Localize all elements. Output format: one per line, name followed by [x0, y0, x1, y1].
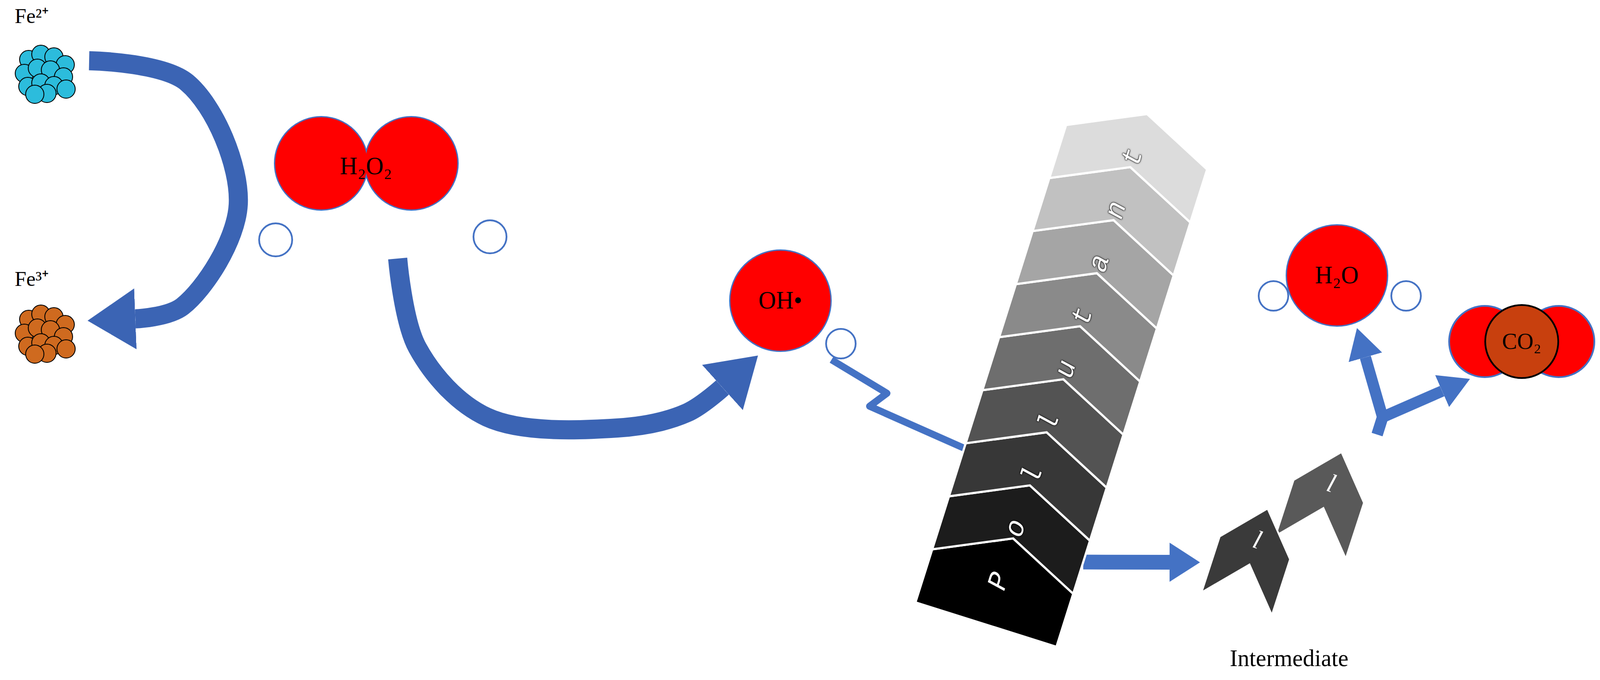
hydrogen-atom: [259, 223, 293, 257]
species-label: H₂O₂: [340, 153, 393, 180]
species-label: OH•: [758, 287, 803, 315]
atom-outline: [730, 250, 831, 351]
reaction-arrow: [89, 60, 239, 320]
intermediate-fragments-shape: [1200, 434, 1383, 677]
intermediate-fragments: llIntermediate: [1200, 434, 1383, 677]
hydrogen-peroxide: H₂O₂: [256, 115, 511, 259]
oxygen-atom: [1286, 225, 1387, 326]
species-label: Fe²⁺: [14, 4, 49, 28]
ferrous-iron: Fe²⁺: [6, 2, 90, 109]
fragment-chevron: [1201, 497, 1304, 616]
species-label: Fe³⁺: [14, 267, 49, 291]
carbon-dioxide: CO₂: [1447, 304, 1596, 380]
iron-atom: [56, 340, 76, 359]
atom-outline: [1286, 225, 1387, 326]
hydroxyl-radical: OH•: [729, 250, 857, 360]
hydrogen-peroxide-shape: [256, 115, 511, 259]
iron-atom: [56, 80, 76, 99]
species-label: H₂O: [1315, 262, 1359, 290]
fragment-chevron: [1275, 440, 1377, 559]
lightning-bolt: [831, 360, 964, 449]
pollutant-stack: Pollutant: [915, 91, 1218, 647]
reaction-arrow: [1376, 391, 1442, 435]
hydrogen-atom: [473, 220, 507, 254]
oxygen-atom: [730, 250, 831, 351]
iron-atom: [25, 85, 44, 104]
hydrogen-atom: [826, 329, 856, 359]
species-label: Intermediate: [1230, 646, 1349, 672]
iron-atom: [25, 345, 44, 364]
reaction-arrow: [397, 258, 723, 430]
hydrogen-atom: [1391, 281, 1421, 311]
ferric-iron: Fe³⁺: [6, 265, 90, 372]
hydrogen-atom: [1258, 281, 1289, 311]
water-molecule: H₂O: [1256, 223, 1424, 329]
carbon-atom: [1485, 305, 1559, 379]
reaction-arrow: [1083, 555, 1170, 570]
species-label: CO₂: [1502, 329, 1542, 354]
